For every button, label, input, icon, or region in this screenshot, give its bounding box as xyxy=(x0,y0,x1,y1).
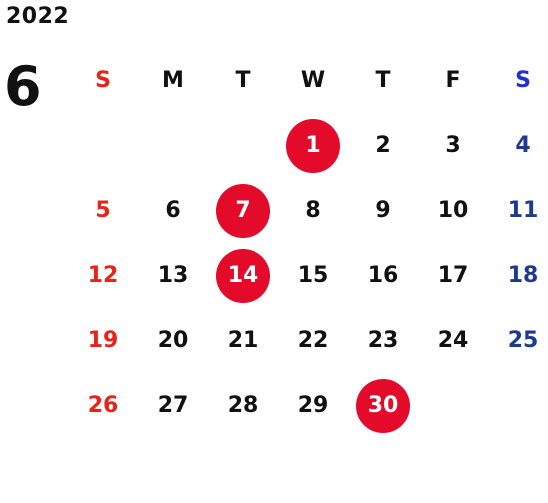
day-number: 2 xyxy=(375,133,391,158)
year-label: 2022 xyxy=(6,4,70,29)
day-cell: 26 xyxy=(68,373,138,438)
day-cell: 30 xyxy=(348,373,418,438)
day-cell: 14 xyxy=(208,243,278,308)
day-cell: 18 xyxy=(488,243,548,308)
day-number: 17 xyxy=(437,263,469,288)
day-cell: 20 xyxy=(138,308,208,373)
day-cell: 7 xyxy=(208,178,278,243)
day-number: 21 xyxy=(227,328,259,353)
day-number: 1 xyxy=(286,118,340,173)
day-cell: 22 xyxy=(278,308,348,373)
day-cell xyxy=(138,113,208,178)
day-cell: 24 xyxy=(418,308,488,373)
day-cell: 1 xyxy=(278,113,348,178)
day-cell: 15 xyxy=(278,243,348,308)
weekday-header-sun: S xyxy=(95,68,111,93)
month-label: 6 xyxy=(4,55,42,118)
day-cell: 29 xyxy=(278,373,348,438)
day-cell: 21 xyxy=(208,308,278,373)
day-number: 19 xyxy=(87,328,119,353)
day-number: 20 xyxy=(157,328,189,353)
day-cell xyxy=(208,113,278,178)
day-cell: 6 xyxy=(138,178,208,243)
day-number: 24 xyxy=(437,328,469,353)
day-cell: 25 xyxy=(488,308,548,373)
day-number: 18 xyxy=(507,263,539,288)
weekday-header-fri: F xyxy=(445,68,461,93)
day-number: 7 xyxy=(216,183,270,238)
day-number xyxy=(216,119,270,173)
day-cell: 5 xyxy=(68,178,138,243)
day-cell: 11 xyxy=(488,178,548,243)
weekday-header-mon: M xyxy=(162,68,184,93)
day-number: 8 xyxy=(305,198,321,223)
day-cell: 16 xyxy=(348,243,418,308)
day-cell: 4 xyxy=(488,113,548,178)
day-cell: 19 xyxy=(68,308,138,373)
day-number xyxy=(426,379,480,433)
day-number: 3 xyxy=(445,133,461,158)
day-cell: 2 xyxy=(348,113,418,178)
day-number: 23 xyxy=(367,328,399,353)
day-number: 10 xyxy=(437,198,469,223)
day-number xyxy=(496,379,548,433)
weekday-header-wed: W xyxy=(300,68,326,93)
day-cell: 3 xyxy=(418,113,488,178)
day-number: 26 xyxy=(87,393,119,418)
day-number: 25 xyxy=(507,328,539,353)
day-number: 16 xyxy=(367,263,399,288)
day-cell: 23 xyxy=(348,308,418,373)
day-cell: 8 xyxy=(278,178,348,243)
day-cell: 13 xyxy=(138,243,208,308)
day-number: 9 xyxy=(375,198,391,223)
day-number: 15 xyxy=(297,263,329,288)
weekday-header-tue: T xyxy=(235,68,251,93)
day-number: 28 xyxy=(227,393,259,418)
day-number xyxy=(76,119,130,173)
day-cell: 27 xyxy=(138,373,208,438)
weekday-header-sat: S xyxy=(515,68,531,93)
day-number: 27 xyxy=(157,393,189,418)
day-cell: 17 xyxy=(418,243,488,308)
day-number: 4 xyxy=(515,133,531,158)
day-cell xyxy=(488,373,548,438)
day-number xyxy=(146,119,200,173)
day-number: 11 xyxy=(507,198,539,223)
day-cell xyxy=(68,113,138,178)
day-cell: 28 xyxy=(208,373,278,438)
day-cell xyxy=(418,373,488,438)
day-number: 12 xyxy=(87,263,119,288)
calendar-grid: S M T W T F S 1 2 3 4 5 6 7 8 9 10 11 12… xyxy=(68,48,548,438)
day-number: 13 xyxy=(157,263,189,288)
day-cell: 10 xyxy=(418,178,488,243)
day-number: 5 xyxy=(95,198,111,223)
day-cell: 12 xyxy=(68,243,138,308)
day-number: 22 xyxy=(297,328,329,353)
day-cell: 9 xyxy=(348,178,418,243)
day-number: 14 xyxy=(216,248,270,303)
day-number: 6 xyxy=(165,198,181,223)
day-number: 29 xyxy=(297,393,329,418)
weekday-header-thu: T xyxy=(375,68,391,93)
day-number: 30 xyxy=(356,378,410,433)
